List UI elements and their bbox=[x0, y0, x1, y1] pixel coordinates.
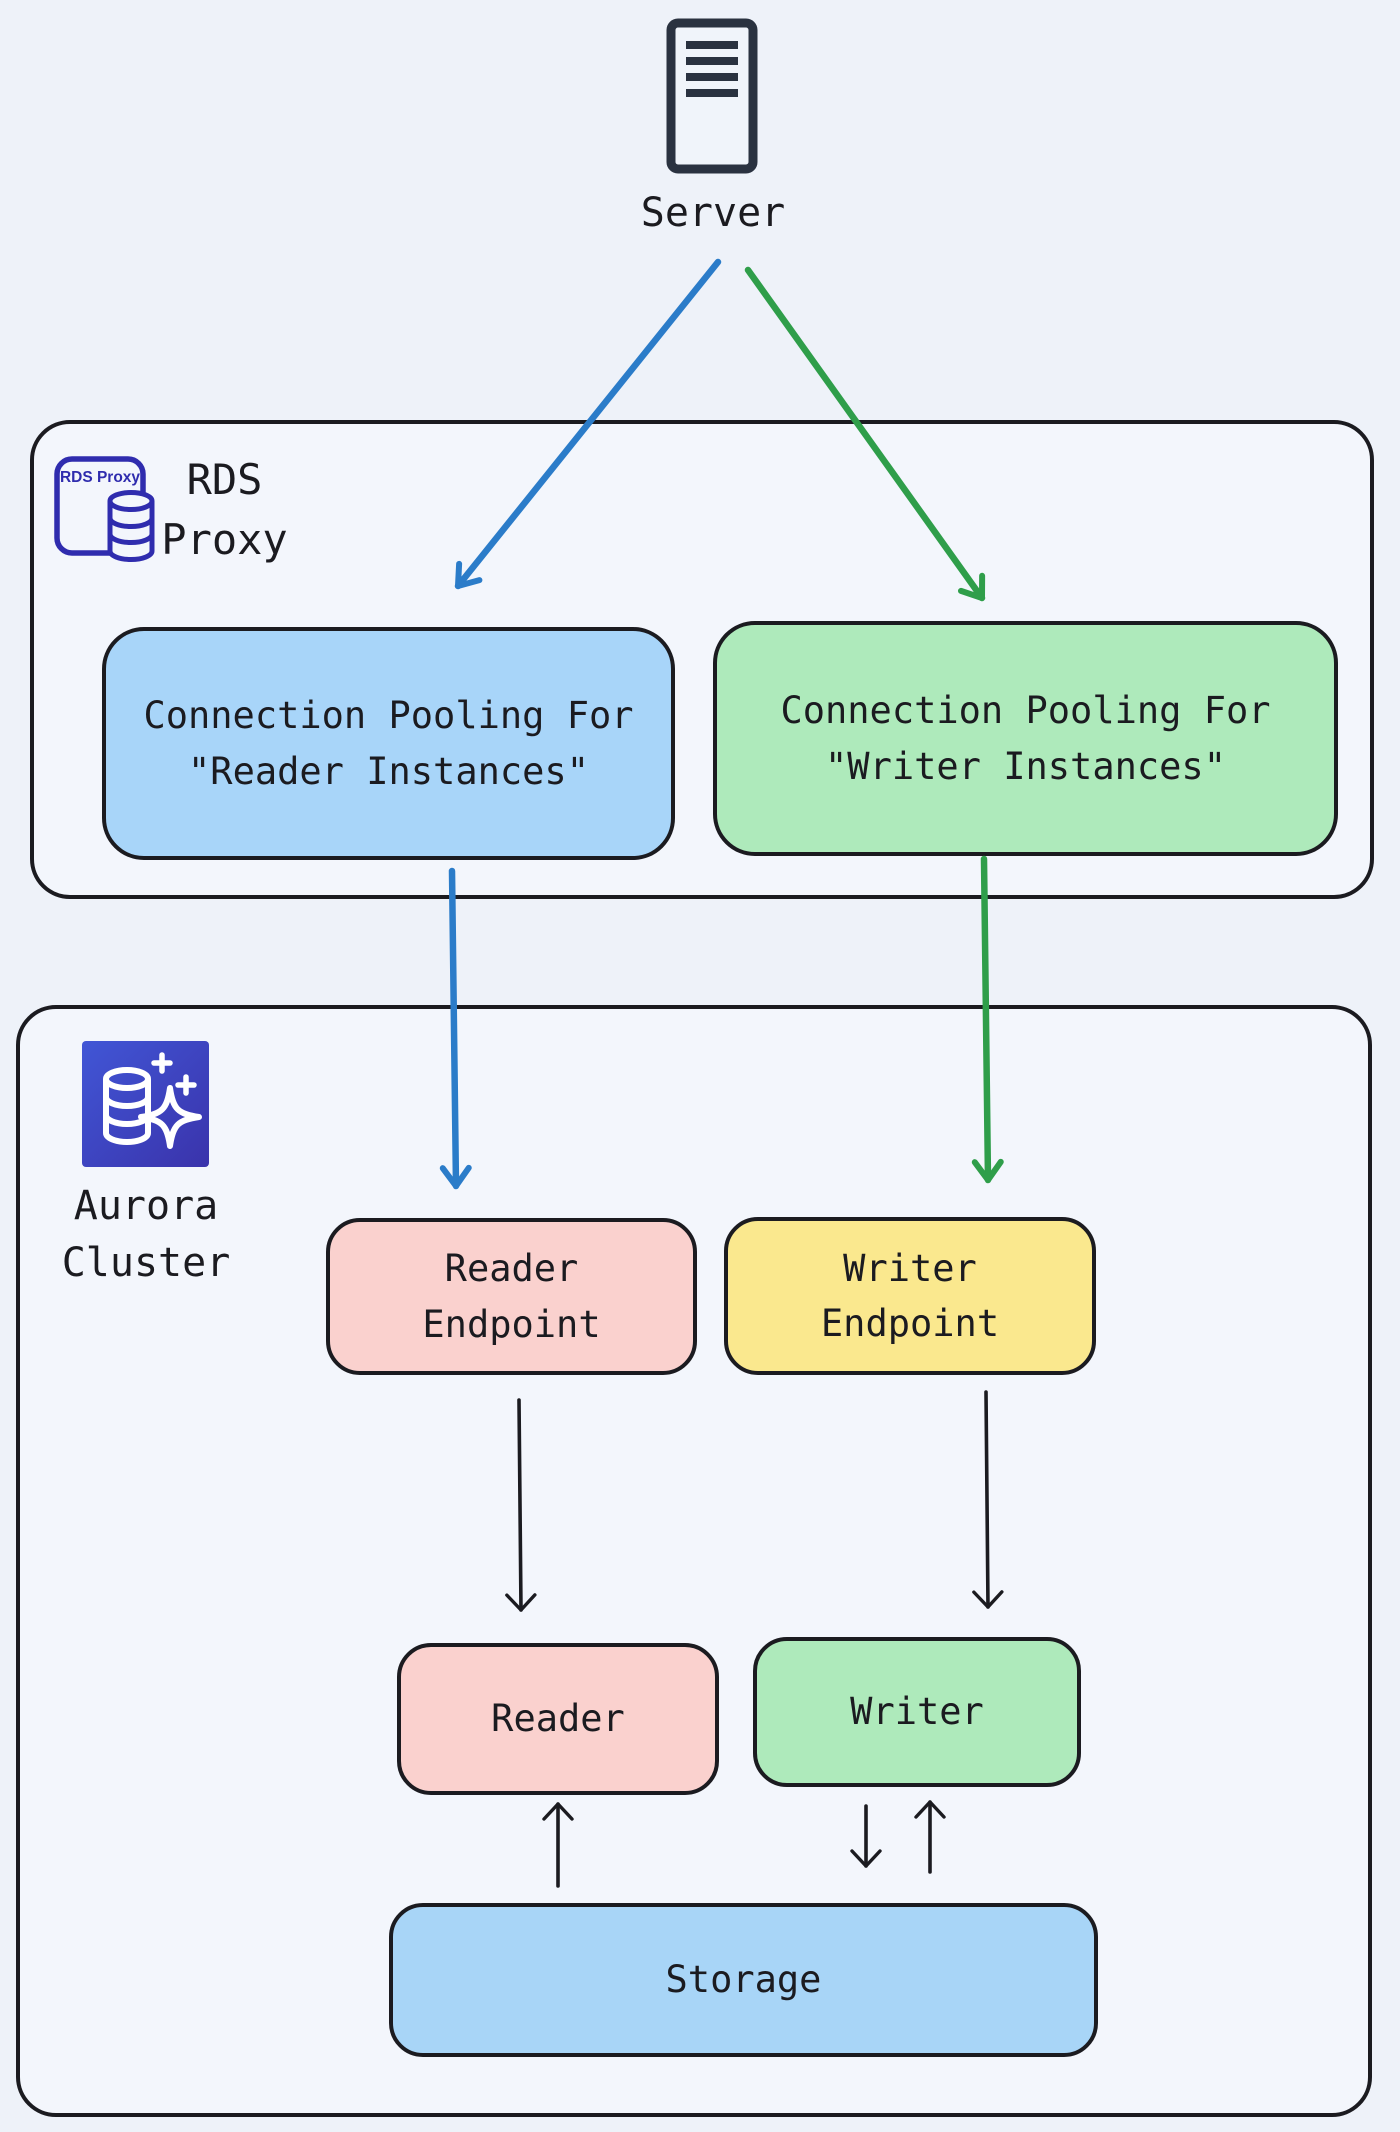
writer-endpoint-line2: Endpoint bbox=[820, 1302, 1000, 1345]
server-tower-icon bbox=[666, 18, 758, 174]
writer-label: Writer bbox=[850, 1690, 984, 1734]
reader-node: Reader bbox=[397, 1643, 719, 1795]
aurora-title-line2: Cluster bbox=[61, 1239, 231, 1286]
reader-endpoint-line1: Reader bbox=[444, 1247, 579, 1290]
rds-proxy-group-title: RDS Proxy bbox=[152, 450, 297, 569]
pooling-writer-line1: Connection Pooling For bbox=[780, 689, 1271, 732]
writer-node: Writer bbox=[753, 1637, 1081, 1787]
aurora-cluster-group-title: Aurora Cluster bbox=[46, 1178, 246, 1292]
reader-endpoint-line2: Endpoint bbox=[422, 1302, 601, 1346]
writer-endpoint-node: Writer Endpoint bbox=[724, 1217, 1096, 1375]
storage-node: Storage bbox=[389, 1903, 1098, 2057]
storage-label: Storage bbox=[665, 1958, 822, 2002]
reader-label: Reader bbox=[491, 1697, 625, 1741]
rds-proxy-title-line1: RDS bbox=[186, 455, 263, 504]
pooling-reader-line1: Connection Pooling For bbox=[143, 694, 634, 737]
rds-proxy-title-line2: Proxy bbox=[161, 514, 288, 564]
writer-endpoint-line1: Writer bbox=[843, 1246, 977, 1290]
reader-endpoint-node: Reader Endpoint bbox=[326, 1218, 697, 1375]
pooling-writer-node: Connection Pooling For "Writer Instances… bbox=[713, 621, 1338, 856]
rds-proxy-badge-icon: RDS Proxy bbox=[54, 456, 155, 562]
pooling-reader-line2: "Reader Instances" bbox=[188, 749, 589, 793]
aurora-title-line1: Aurora bbox=[73, 1183, 219, 1229]
server-label: Server bbox=[640, 190, 786, 236]
pooling-writer-line2: "Writer Instances" bbox=[825, 744, 1226, 788]
aurora-database-sparkle-icon bbox=[82, 1041, 209, 1167]
rds-proxy-badge-label: RDS Proxy bbox=[60, 469, 140, 486]
pooling-reader-node: Connection Pooling For "Reader Instances… bbox=[102, 627, 675, 860]
